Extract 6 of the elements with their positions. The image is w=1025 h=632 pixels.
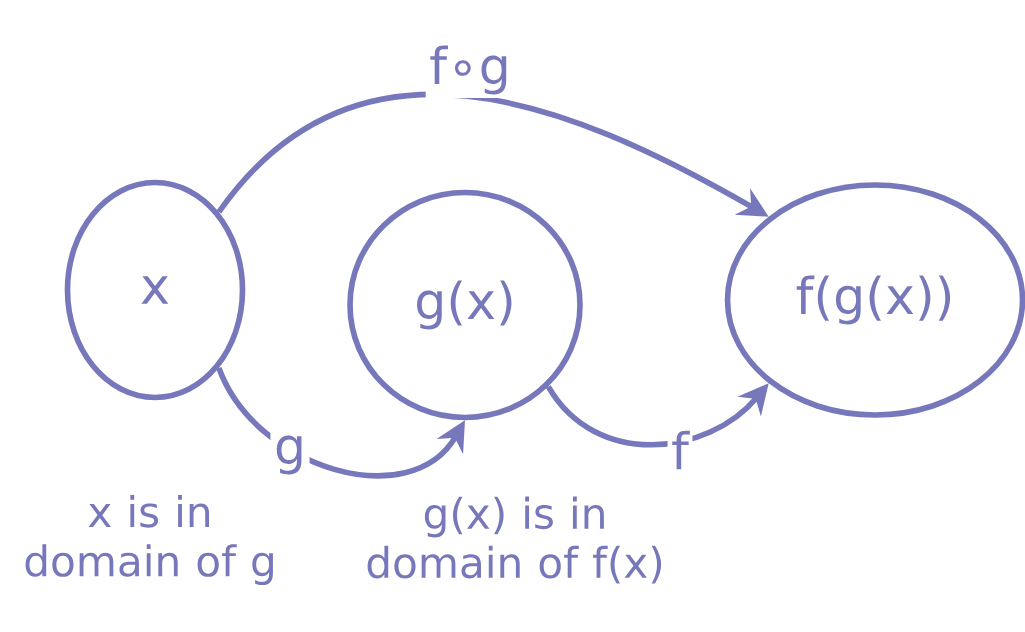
edge-label: f xyxy=(667,427,693,473)
edge-label: g xyxy=(270,432,310,478)
note: g(x) is in domain of f(x) xyxy=(367,496,662,584)
edge-label: f∘g xyxy=(425,42,515,98)
note: x is in domain of g xyxy=(25,495,273,585)
arrow xyxy=(216,366,465,479)
